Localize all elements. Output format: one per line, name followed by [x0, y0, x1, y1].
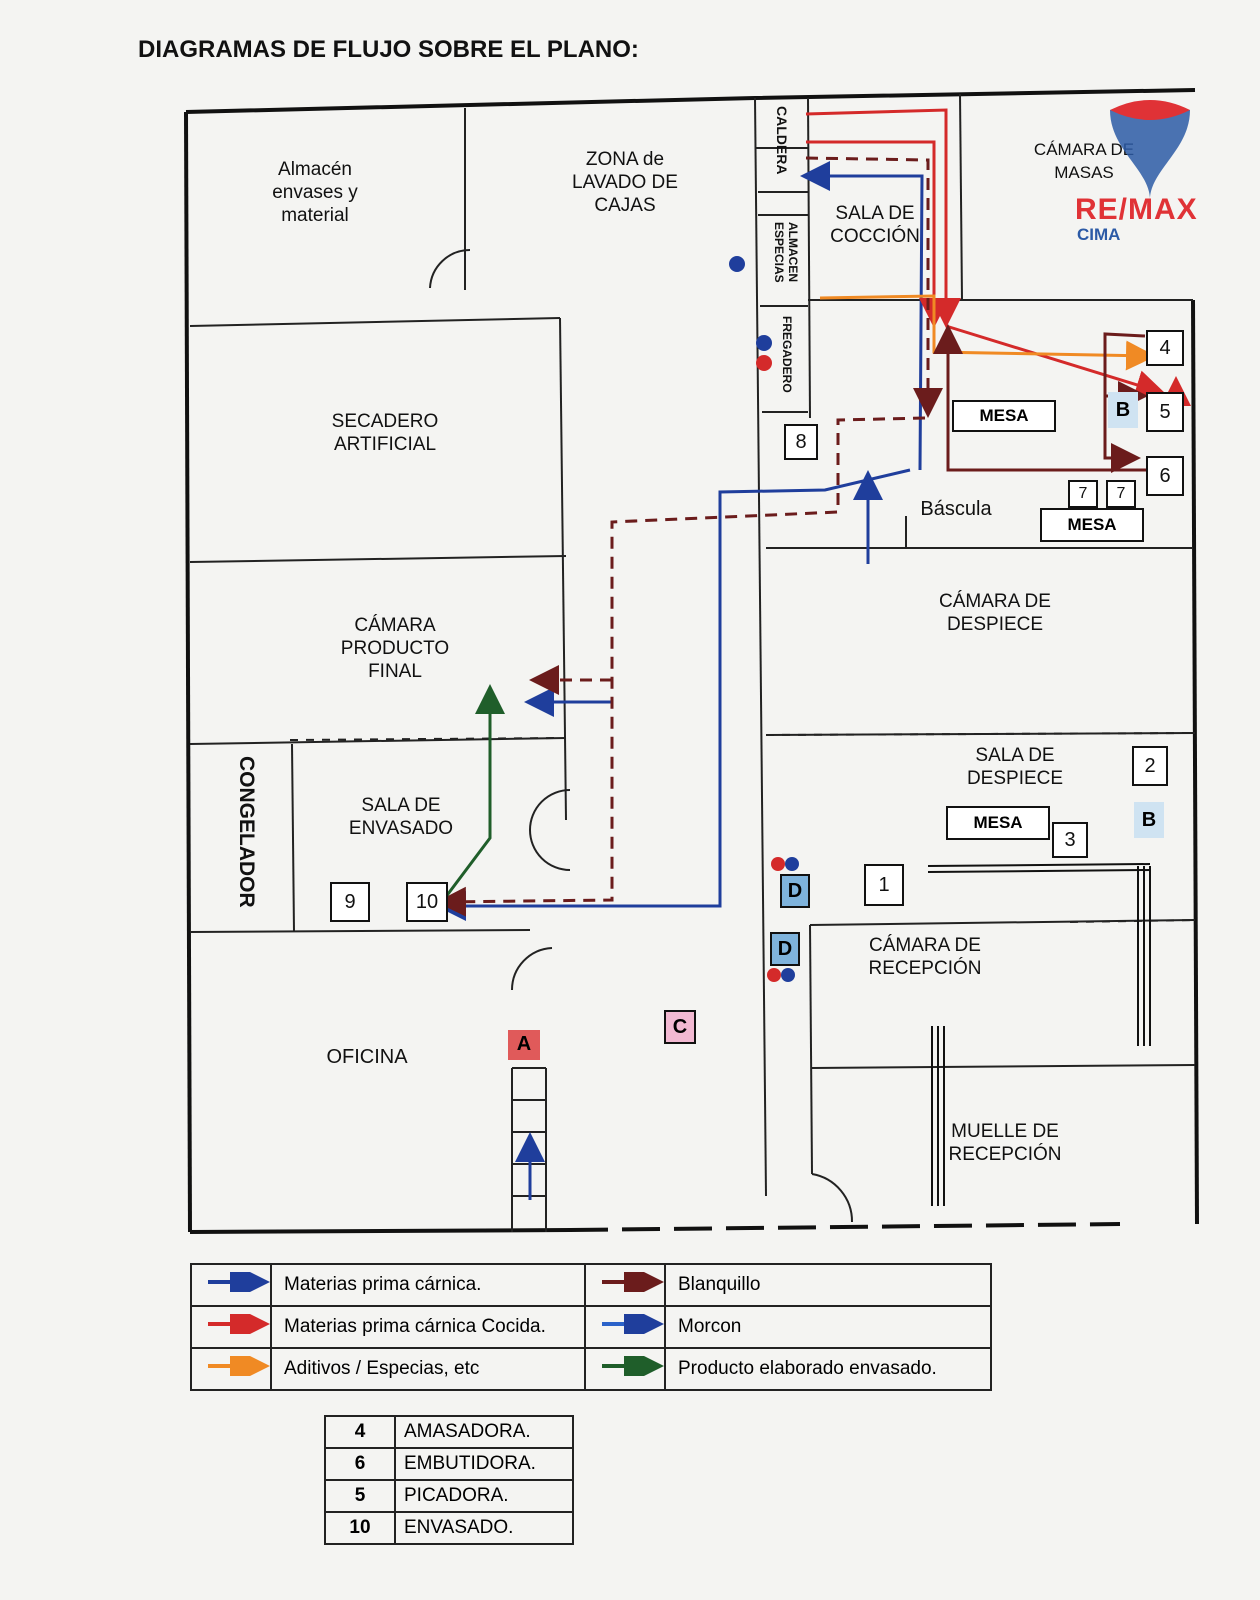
- room-sala-envasado: SALA DE ENVASADO: [348, 795, 454, 839]
- flow-legend: Materias prima cárnica. Blanquillo Mater…: [190, 1262, 992, 1391]
- flow-blanquillo-dashed: [436, 156, 943, 917]
- room-camara-producto: CÁMARA PRODUCTO FINAL: [340, 615, 450, 682]
- marker-a: A: [508, 1030, 540, 1060]
- machine-3: 3: [1052, 822, 1088, 858]
- marker-d-upper: D: [780, 874, 810, 908]
- machine-10: 10: [406, 882, 448, 922]
- machine-1: 1: [864, 864, 904, 906]
- legend-swatch-additives: [190, 1346, 272, 1391]
- marker-c: C: [664, 1010, 696, 1044]
- machine-name: ENVASADO.: [394, 1511, 574, 1545]
- machine-5: 5: [1146, 392, 1184, 432]
- marker-b-upper: B: [1108, 392, 1138, 428]
- machine-name: EMBUTIDORA.: [394, 1447, 574, 1481]
- room-secadero: SECADERO ARTIFICIAL: [331, 411, 439, 455]
- machine-num: 5: [324, 1479, 396, 1513]
- machine-name: PICADORA.: [394, 1479, 574, 1513]
- legend-label-cooked: Materias prima cárnica Cocida.: [270, 1305, 586, 1349]
- room-bascula: Báscula: [920, 498, 992, 520]
- room-caldera: CALDERA: [774, 106, 790, 175]
- legend-row: Aditivos / Especias, etc Producto elabor…: [190, 1346, 992, 1391]
- room-fregadero: FREGADERO: [780, 316, 794, 393]
- marker-d-lower: D: [770, 932, 800, 966]
- machine-2: 2: [1132, 746, 1168, 786]
- room-muelle: MUELLE DE RECEPCIÓN: [948, 1121, 1062, 1165]
- legend-label-raw: Materias prima cárnica.: [270, 1263, 586, 1307]
- marker-b-lower: B: [1134, 802, 1164, 838]
- legend-swatch-blanquillo: [584, 1262, 666, 1307]
- markers: [729, 256, 799, 982]
- remax-sub: CIMA: [1077, 225, 1121, 244]
- remax-logo-icon: [1110, 100, 1190, 200]
- room-oficina: OFICINA: [326, 1046, 408, 1068]
- legend-swatch-raw: [190, 1262, 272, 1307]
- legend-swatch-morcon: [584, 1304, 666, 1349]
- room-congelador: CONGELADOR: [235, 756, 258, 908]
- flow-raw-meat: [436, 161, 924, 1200]
- room-almacen: Almacén envases y material: [272, 159, 358, 226]
- mesa-coccion: MESA: [952, 400, 1056, 432]
- room-zona-lavado: ZONA de LAVADO DE CAJAS: [572, 149, 678, 216]
- machine-4: 4: [1146, 330, 1184, 366]
- machine-6: 6: [1146, 456, 1184, 496]
- legend-swatch-cooked: [190, 1304, 272, 1349]
- machine-num: 6: [324, 1447, 396, 1481]
- page-title: DIAGRAMAS DE FLUJO SOBRE EL PLANO:: [138, 36, 639, 63]
- flow-additives: [819, 294, 1156, 371]
- legend-row: Materias prima cárnica. Blanquillo: [190, 1262, 992, 1307]
- room-camara-despiece: CÁMARA DE DESPIECE: [939, 591, 1051, 635]
- legend-swatch-packaged: [584, 1346, 666, 1391]
- machine-7b: 7: [1106, 480, 1136, 508]
- remax-wordmark: RE/MAX: [1075, 193, 1198, 226]
- machine-name: AMASADORA.: [394, 1415, 574, 1449]
- room-almacen-especias: ALMACEN ESPECIAS: [772, 222, 800, 283]
- mesa-bascula: MESA: [1040, 508, 1144, 542]
- legend-label-blanquillo: Blanquillo: [664, 1263, 992, 1307]
- legend-label-packaged: Producto elaborado envasado.: [664, 1347, 992, 1391]
- room-sala-despiece: SALA DE DESPIECE: [966, 745, 1064, 789]
- legend-row: Materias prima cárnica Cocida. Morcon: [190, 1304, 992, 1349]
- dashed-partitions: [289, 732, 1196, 923]
- machine-9: 9: [330, 882, 370, 922]
- flow-packaged: [440, 684, 505, 903]
- machine-num: 4: [324, 1415, 396, 1449]
- mesa-despiece: MESA: [946, 806, 1050, 840]
- triple-rails: [927, 863, 1151, 1206]
- machine-8: 8: [784, 424, 818, 460]
- legend-label-additives: Aditivos / Especias, etc: [270, 1347, 586, 1391]
- machine-num: 10: [324, 1511, 396, 1545]
- legend-label-morcon: Morcon: [664, 1305, 992, 1349]
- room-camara-recepcion: CÁMARA DE RECEPCIÓN: [868, 935, 982, 979]
- walls: [184, 88, 1199, 1234]
- machine-7a: 7: [1068, 480, 1098, 508]
- inner-walls: [189, 93, 1196, 1232]
- room-sala-coccion: SALA DE COCCIÓN: [830, 203, 920, 247]
